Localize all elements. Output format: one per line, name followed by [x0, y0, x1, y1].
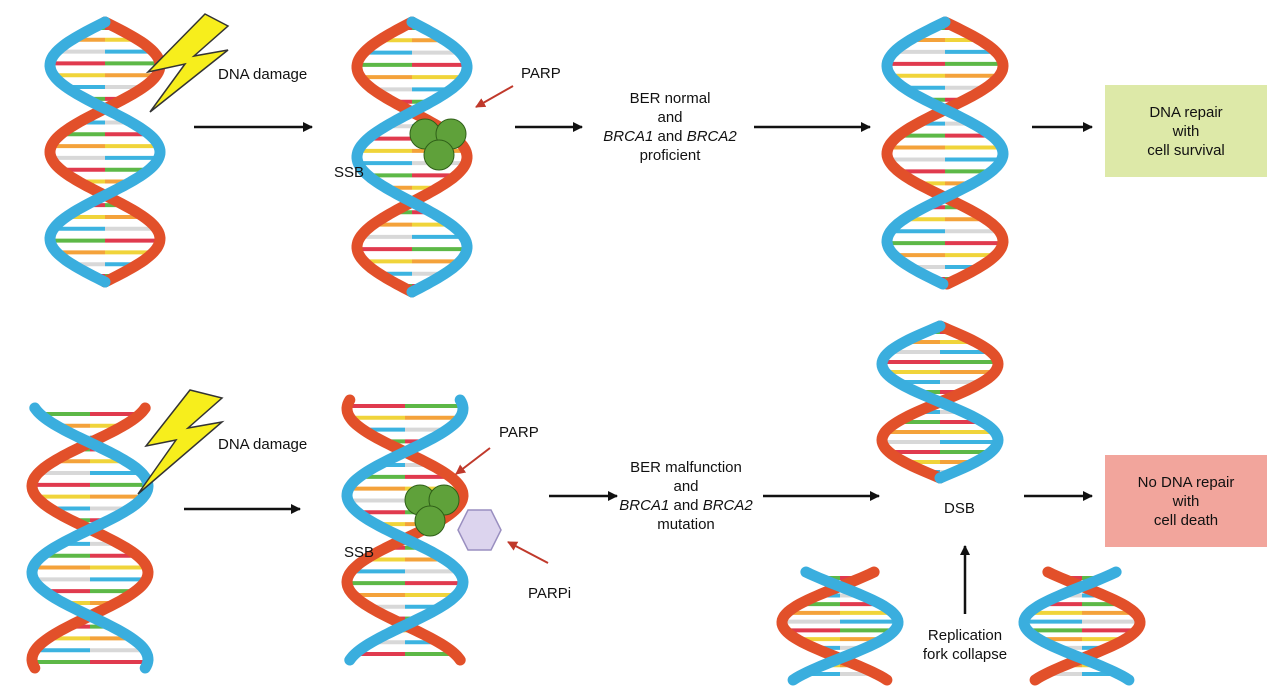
outcome-line: cell survival	[1147, 141, 1225, 159]
condition-line: mutation	[657, 516, 715, 533]
dna-helix-fork-right	[1018, 566, 1146, 686]
strand-blue	[44, 16, 166, 288]
outcome-line: cell death	[1153, 511, 1219, 529]
dna-helix-fork-left	[776, 566, 904, 686]
strand-red	[351, 16, 473, 298]
strand-red	[1029, 566, 1146, 686]
cell-survival-outcome-box: DNA repair with cell survival	[1105, 85, 1267, 177]
strand-blue	[1018, 566, 1135, 686]
parp-label: PARP	[499, 424, 539, 441]
parp-pointer-arrow	[475, 85, 514, 108]
dna-helices	[26, 16, 1146, 686]
dna-damage-label: DNA damage	[218, 436, 308, 453]
ssb-label: SSB	[344, 544, 375, 561]
condition-line: proficient	[639, 147, 701, 164]
strand-blue	[881, 16, 1009, 290]
strand-blue	[26, 402, 154, 674]
dna-helix-ssb	[341, 394, 469, 666]
lightning-bolt-icon	[137, 389, 225, 495]
dna-helix-damaged	[26, 402, 154, 674]
dna-helix-dsb	[876, 320, 1004, 484]
strand-red	[44, 16, 166, 288]
condition-line: BRCA1 and BRCA2	[590, 127, 750, 146]
gene-brca1: BRCA1	[619, 497, 670, 514]
parp-pointer-arrow	[455, 447, 491, 475]
replication-fork-collapse-label: Replication fork collapse	[905, 626, 1025, 664]
parp-protein-icon	[409, 118, 467, 171]
dna-helix-ssb	[351, 16, 473, 298]
outcome-line: with	[1172, 122, 1200, 140]
cell-death-outcome-box: No DNA repair with cell death	[1105, 455, 1267, 547]
fork-line: Replication	[927, 627, 1003, 644]
strand-blue	[876, 320, 1004, 484]
ber-normal-condition: BER normal and BRCA1 and BRCA2 proficien…	[590, 89, 750, 165]
outcome-line: with	[1172, 492, 1200, 510]
lightning-bolt-icon	[145, 13, 230, 113]
dna-helix-repaired	[881, 16, 1009, 290]
outcome-line: DNA repair	[1149, 103, 1223, 121]
fork-line: fork collapse	[922, 646, 1008, 663]
outcome-line: No DNA repair	[1137, 473, 1235, 491]
gene-brca2: BRCA2	[686, 128, 737, 145]
condition-line: BRCA1 and BRCA2	[606, 496, 766, 515]
condition-line: and	[673, 478, 699, 495]
conjunction: and	[673, 497, 699, 514]
gene-brca2: BRCA2	[702, 497, 753, 514]
strand-red	[776, 566, 893, 686]
dna-helix-damaged	[44, 16, 166, 288]
strand-blue	[341, 394, 469, 666]
strand-red	[26, 402, 154, 674]
strand-blue	[787, 566, 904, 686]
parpi-label: PARPi	[528, 585, 572, 602]
strand-red	[881, 16, 1009, 290]
parp-label: PARP	[521, 65, 561, 82]
parp-protein-icon	[404, 484, 460, 537]
condition-line: and	[657, 109, 683, 126]
dna-damage-label: DNA damage	[218, 66, 308, 83]
parpi-hexagon-icon	[457, 509, 502, 551]
gene-brca1: BRCA1	[603, 128, 654, 145]
condition-line: BER normal	[629, 90, 711, 107]
condition-line: BER malfunction	[630, 459, 742, 476]
ber-malfunction-condition: BER malfunction and BRCA1 and BRCA2 muta…	[606, 458, 766, 534]
parpi-pointer-arrow	[507, 541, 549, 564]
ssb-label: SSB	[334, 164, 365, 181]
dsb-label: DSB	[944, 500, 975, 517]
strand-blue	[351, 16, 473, 298]
conjunction: and	[657, 128, 683, 145]
